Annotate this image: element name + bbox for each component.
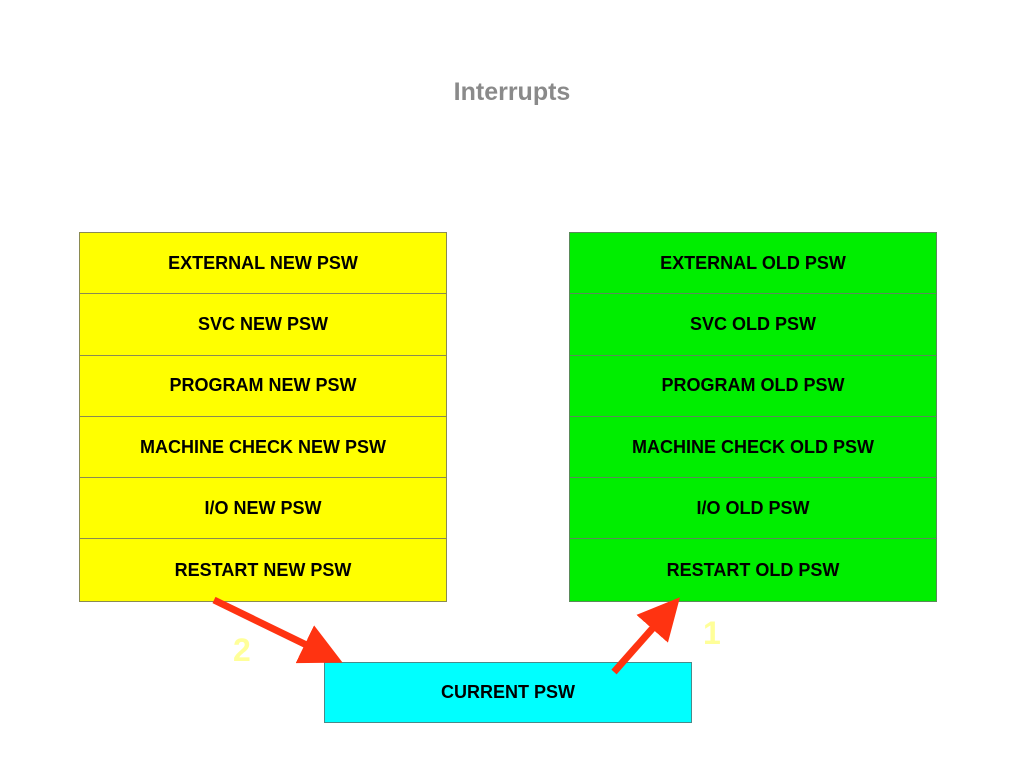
io-old-psw: I/O OLD PSW — [570, 478, 936, 540]
program-old-psw: PROGRAM OLD PSW — [570, 356, 936, 417]
restart-old-psw: RESTART OLD PSW — [666, 559, 840, 580]
io-new-psw: I/O NEW PSW — [80, 478, 446, 540]
step-one-label: 1 — [703, 615, 721, 651]
current-psw-box: CURRENT PSW — [324, 662, 692, 723]
restart-new-psw: RESTART NEW PSW — [174, 559, 352, 580]
external-new-psw: EXTERNAL NEW PSW — [80, 233, 446, 295]
svc-new-psw: SVC NEW PSW — [80, 294, 446, 356]
svc-old-psw: SVC OLD PSW — [570, 294, 936, 356]
machine-check-new-psw: MACHINE CHECK NEW PSW — [80, 417, 446, 479]
old-psw-stack: EXTERNAL OLD PSW SVC OLD PSW PROGRAM OLD… — [569, 232, 937, 602]
step-two-label: 2 — [233, 632, 251, 668]
restart-new-to-current-arrow — [212, 596, 343, 664]
machine-check-old-psw: MACHINE CHECK OLD PSW — [570, 417, 936, 479]
external-old-psw: EXTERNAL OLD PSW — [570, 233, 936, 295]
program-new-psw: PROGRAM NEW PSW — [80, 356, 446, 417]
slide-title: Interrupts — [453, 78, 571, 106]
new-psw-stack: EXTERNAL NEW PSW SVC NEW PSW PROGRAM NEW… — [79, 232, 447, 602]
